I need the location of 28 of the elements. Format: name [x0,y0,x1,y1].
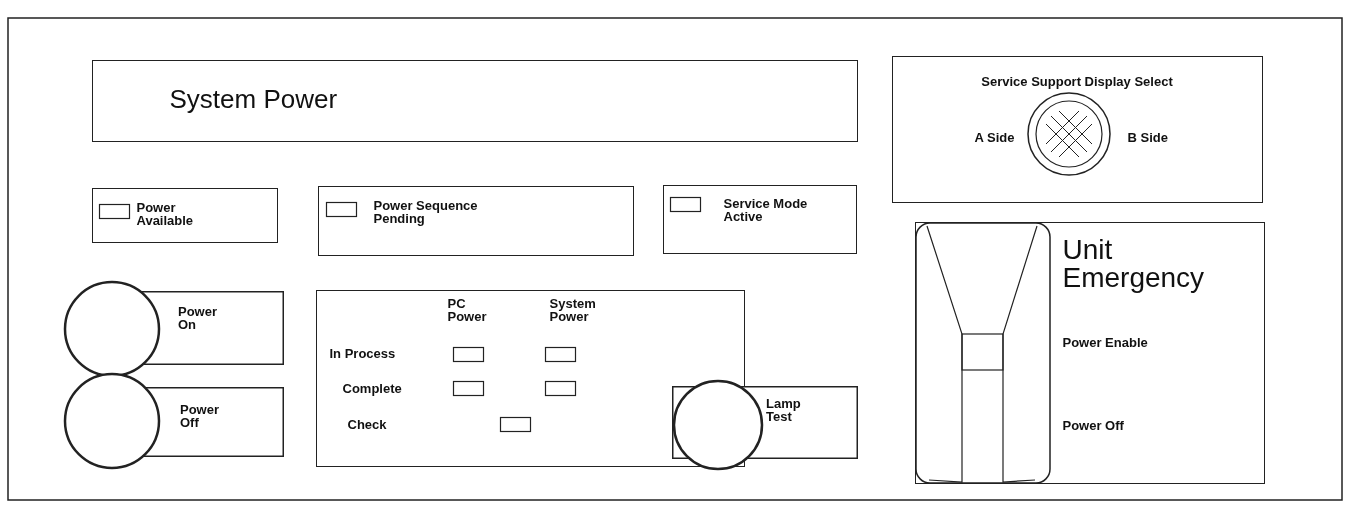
indicator-label: Service Mode Active [723,196,809,223]
panel-section [92,60,858,142]
push-button-panel [672,379,858,471]
panel-section [92,188,278,243]
push-button-panel [63,280,284,378]
column-header: System Power [549,296,597,323]
row-label: Check [347,417,388,431]
panel-section [892,56,1263,203]
button-label: Lamp Test [766,397,802,423]
panel-heading: Unit Emergency [1062,235,1206,292]
row-label: In Process [329,346,397,360]
switch-position-label: B Side [1127,130,1169,144]
panel-section [316,290,745,467]
panel-section [663,185,857,254]
indicator-label: Power Sequence Pending [373,198,479,225]
panel-title: System Power [169,85,339,112]
button-label: Power Off [180,403,220,429]
switch-title: Service Support Display Select [980,74,1174,88]
button-label: Power On [178,305,218,331]
indicator-label: Power Available [136,200,195,227]
switch-position-label: A Side [974,130,1016,144]
panel-section [318,186,634,256]
column-header: PC Power [447,296,488,323]
push-button-panel [63,372,284,470]
switch-position-label: Power Off [1062,418,1125,432]
panel-section [915,222,1265,484]
row-label: Complete [342,381,403,395]
switch-position-label: Power Enable [1062,335,1149,349]
